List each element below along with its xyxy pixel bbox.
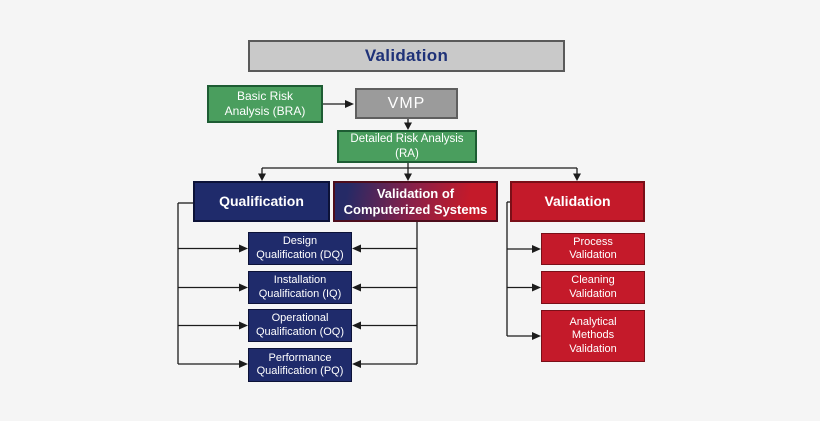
design-qualification-box: Design Qualification (DQ): [248, 232, 352, 265]
process-validation-box: Process Validation: [541, 233, 645, 265]
vmp-box: VMP: [355, 88, 458, 119]
validation-master-box: Validation: [248, 40, 565, 72]
qualification-box: Qualification: [193, 181, 330, 222]
operational-qualification-box: Operational Qualification (OQ): [248, 309, 352, 342]
cleaning-validation-box: Cleaning Validation: [541, 271, 645, 304]
installation-qualification-box: Installation Qualification (IQ): [248, 271, 352, 304]
validation-branch-box: Validation: [510, 181, 645, 222]
detailed-risk-analysis-box: Detailed Risk Analysis (RA): [337, 130, 477, 163]
basic-risk-analysis-box: Basic Risk Analysis (BRA): [207, 85, 323, 123]
computerized-systems-validation-box: Validation of Computerized Systems: [333, 181, 498, 222]
analytical-methods-validation-box: Analytical Methods Validation: [541, 310, 645, 362]
performance-qualification-box: Performance Qualification (PQ): [248, 348, 352, 382]
